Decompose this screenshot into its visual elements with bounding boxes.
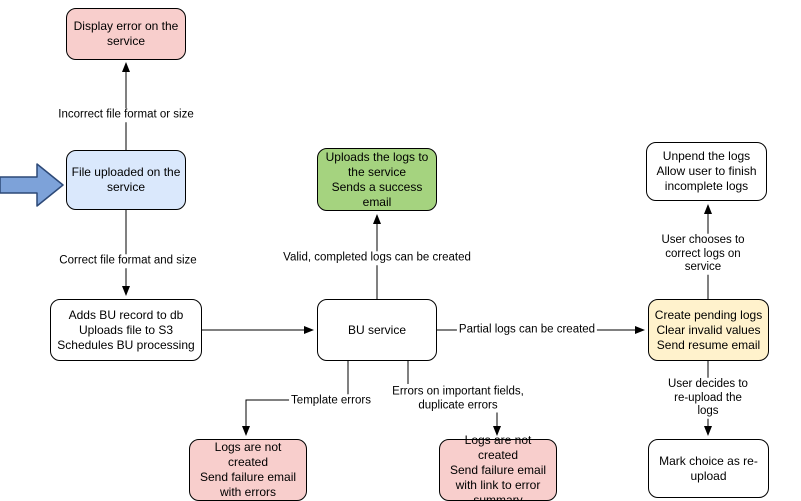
node-success-upload: Uploads the logs to the service Sends a … [317, 148, 437, 211]
edge-label-user-chooses: User chooses to correct logs on service [654, 233, 752, 275]
edge-label-incorrect-format: Incorrect file format or size [56, 108, 196, 122]
node-fail-summary: Logs are not created Send failure email … [439, 433, 557, 501]
node-display-error: Display error on the service [66, 8, 186, 60]
node-create-pending: Create pending logs Clear invalid values… [648, 299, 769, 361]
node-bu-service: BU service [317, 299, 437, 361]
edge-label-correct-format: Correct file format and size [57, 254, 199, 268]
edge-label-valid-logs: Valid, completed logs can be created [281, 251, 473, 265]
input-arrow-icon [0, 163, 64, 207]
node-adds-bu-record: Adds BU record to db Uploads file to S3 … [50, 299, 202, 361]
node-fail-errors: Logs are not created Send failure email … [189, 439, 307, 501]
node-file-uploaded: File uploaded on the service [66, 150, 186, 210]
edge-label-important-errors: Errors on important fields, duplicate er… [390, 385, 526, 413]
edge-label-template-errors: Template errors [289, 394, 373, 408]
node-mark-reupload: Mark choice as re- upload [648, 439, 769, 498]
node-unpend-logs: Unpend the logs Allow user to finish inc… [646, 142, 767, 201]
edge-label-partial-logs: Partial logs can be created [456, 323, 598, 337]
edge-label-user-decides: User decides to re-upload the logs [661, 377, 755, 419]
